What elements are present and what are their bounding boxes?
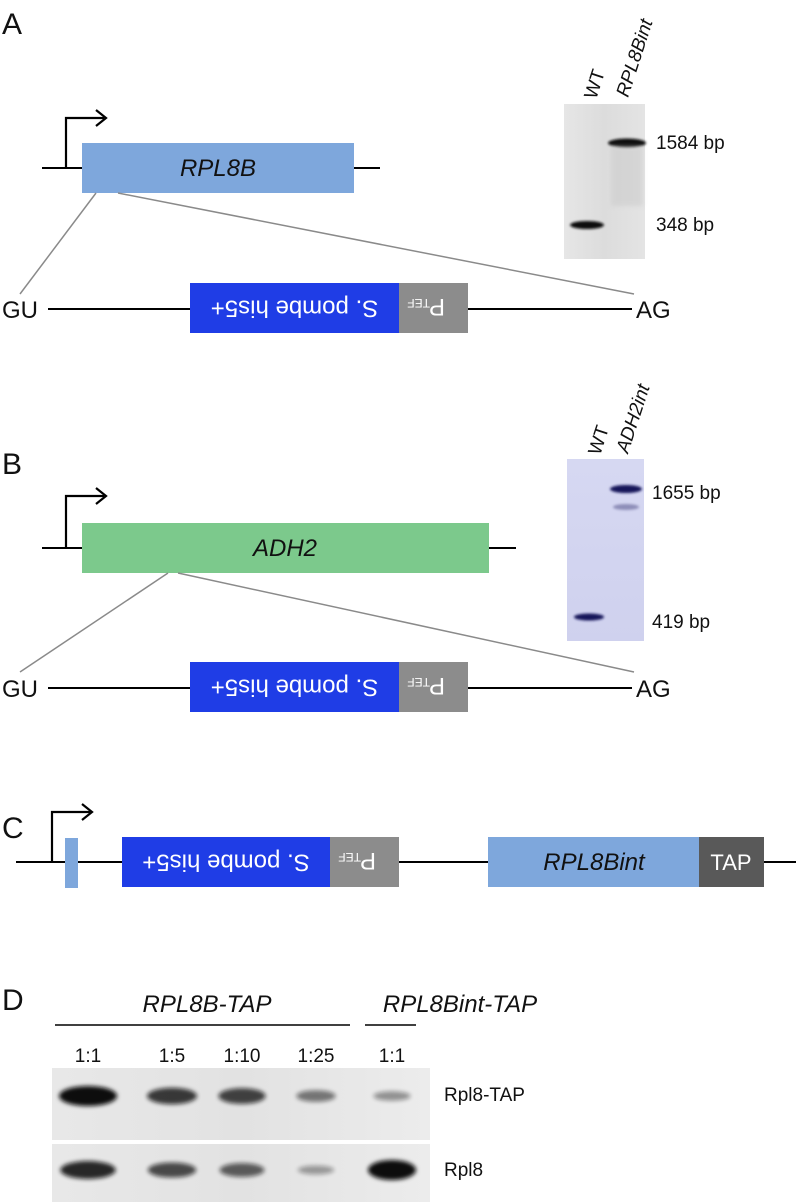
gel-a-band-low-label: 348 bp: [656, 215, 714, 236]
promoter-arrow-icon: [64, 487, 108, 548]
gene-label: RPL8Bint: [543, 849, 646, 876]
gel-a-band-low: [570, 221, 604, 229]
blot-band: [219, 1163, 265, 1177]
ptef-main: P: [429, 293, 445, 320]
his5-cassette-label: S. pombe his5+: [211, 674, 378, 701]
panel-b-letter: B: [2, 448, 22, 481]
zoom-line-right: [177, 572, 635, 673]
gel-a-band-high-label: 1584 bp: [656, 133, 725, 154]
ptef-promoter: [399, 662, 468, 712]
gel-b-band-high-label: 1655 bp: [652, 483, 721, 504]
gel-b: WT ADH2int 1655 bp 419 bp: [567, 381, 721, 641]
splice-5-label: GU: [2, 676, 38, 703]
ptef-main: P: [429, 672, 445, 699]
blot-band: [297, 1165, 335, 1175]
rpl8b-exon-box: [82, 143, 354, 193]
blot-top-bands: [59, 1086, 411, 1106]
strain-label-2: RPL8Bint-TAP: [383, 991, 537, 1018]
ptef-promoter: [330, 837, 399, 887]
gel-b-band-low-label: 419 bp: [652, 612, 710, 633]
ratio-label: 1:1: [75, 1046, 101, 1067]
gel-b-lane-mut: ADH2int: [612, 381, 654, 456]
his5-cassette-label: S. pombe his5+: [211, 295, 378, 322]
gene-label: RPL8B: [180, 155, 256, 182]
ptef-label: P TEF: [407, 293, 445, 320]
panel-a-letter: A: [2, 8, 22, 41]
ratio-labels: 1:1 1:5 1:10 1:25 1:1: [75, 1046, 405, 1067]
gel-a-lane-wt: WT: [581, 67, 610, 102]
panel-b: B ADH2 GU AG S. pombe his5+ P TEF WT ADH…: [2, 381, 721, 712]
ptef-label: P TEF: [407, 672, 445, 699]
gel-a: WT RPL8Bint 1584 bp 348 bp: [564, 16, 725, 259]
blot-bottom-bands: [60, 1160, 416, 1180]
blot-band: [218, 1088, 266, 1104]
promoter-arrow-icon: [50, 803, 94, 862]
gel-b-lane-wt: WT: [585, 423, 614, 458]
blot-band: [296, 1090, 336, 1102]
ptef-sub: TEF: [407, 675, 430, 689]
panel-a: A RPL8B GU AG S. pombe his5+ P TEF: [2, 8, 725, 333]
gene-label: ADH2: [251, 535, 317, 562]
ratio-label: 1:5: [159, 1046, 185, 1067]
ptef-label: P TEF: [338, 847, 376, 874]
panel-c: C S. pombe his5+ P TEF RPL8Bint TAP: [2, 803, 796, 888]
rpl8bint-box: [488, 837, 699, 887]
gel-a-smear: [611, 146, 643, 206]
zoom-line-left: [19, 572, 169, 673]
gel-a-lane-mut: RPL8Bint: [613, 16, 658, 100]
panel-d: D RPL8B-TAP RPL8Bint-TAP 1:1 1:5 1:10 1:…: [2, 984, 537, 1202]
blot-band: [147, 1087, 197, 1105]
gel-b-band-faint: [613, 504, 639, 510]
ptef-main: P: [360, 847, 376, 874]
blot-top-background: [52, 1068, 430, 1140]
blot-band: [59, 1086, 117, 1106]
gel-b-band-low: [574, 613, 604, 621]
blot-band: [368, 1160, 416, 1180]
exon-1-box: [65, 838, 78, 888]
tap-tag-label: TAP: [710, 850, 751, 875]
splice-5-label: GU: [2, 297, 38, 324]
blot-band: [373, 1091, 411, 1101]
ratio-label: 1:10: [224, 1046, 261, 1067]
splice-3-label: AG: [636, 297, 671, 324]
zoom-line-left: [19, 192, 97, 295]
splice-3-label: AG: [636, 676, 671, 703]
blot-band: [147, 1162, 197, 1178]
adh2-exon-box: [82, 523, 489, 573]
ptef-sub: TEF: [407, 296, 430, 310]
blot-band: [60, 1161, 116, 1179]
strain-label-1: RPL8B-TAP: [143, 991, 272, 1018]
zoom-line-right: [117, 192, 635, 295]
ratio-label: 1:1: [379, 1046, 405, 1067]
ptef-promoter: [399, 283, 468, 333]
gel-b-band-high: [610, 485, 642, 493]
his5-cassette-label: S. pombe his5+: [142, 849, 309, 876]
his5-cassette: [122, 837, 330, 887]
blot-top-label: Rpl8-TAP: [444, 1085, 525, 1106]
panel-d-letter: D: [2, 984, 24, 1017]
tap-tag-box: [699, 837, 764, 887]
gel-a-band-high: [608, 138, 646, 148]
blot-bottom-label: Rpl8: [444, 1160, 483, 1181]
promoter-arrow-icon: [64, 109, 108, 168]
ratio-label: 1:25: [298, 1046, 335, 1067]
his5-cassette: [190, 662, 399, 712]
ptef-sub: TEF: [338, 850, 361, 864]
his5-cassette: [190, 283, 399, 333]
panel-c-letter: C: [2, 812, 24, 845]
